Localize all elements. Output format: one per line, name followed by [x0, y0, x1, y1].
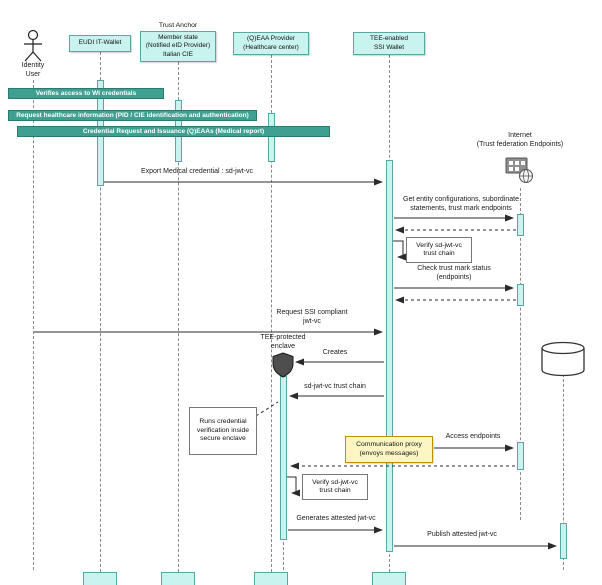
- self-loop-verify-2: [287, 476, 300, 497]
- participant-qeaa-provider: (Q)EAA Provider (Healthcare center): [233, 32, 309, 55]
- msg-publish-attested: Publish attested jwt-vc: [427, 531, 497, 538]
- note-runs-verification: Runs credential verification inside secu…: [189, 407, 257, 455]
- lifeline-database: [563, 374, 564, 570]
- band-verifies-access: Verifies access to WI credentials: [8, 88, 164, 99]
- identity-user-actor-icon: [24, 29, 42, 62]
- activation-tee: [385, 160, 393, 552]
- bottom-box-trust-anchor: [161, 572, 195, 585]
- trust-anchor-title: Trust Anchor: [158, 22, 198, 29]
- shield-icon: [272, 352, 294, 378]
- lifeline-eudi-wallet: [100, 52, 101, 572]
- band-credential-request: Credential Request and Issuance (Q)EAAs …: [17, 126, 330, 137]
- internet-endpoints-icon: [505, 157, 533, 183]
- participant-tee-wallet: TEE-enabled SSI Wallet: [353, 32, 425, 55]
- activation-internet-2: [516, 284, 524, 306]
- activation-enclave: [279, 376, 287, 540]
- activation-internet-3: [516, 442, 524, 470]
- lifeline-internet: [520, 188, 521, 520]
- note-communication-proxy: Communication proxy (envoys messages): [345, 436, 433, 463]
- lifeline-qeaa-provider: [271, 55, 272, 572]
- activation-database: [559, 523, 567, 559]
- box-verify-trust-chain-1: Verify sd-jwt-vc trust chain: [406, 237, 472, 263]
- msg-get-entity-config: Get entity configurations, subordinate s…: [403, 196, 519, 212]
- band-request-healthcare: Request healthcare information (PID / CI…: [8, 110, 257, 121]
- enclave-label: TEE-protected enclave: [260, 334, 306, 350]
- internet-label: Internet (Trust federation Endpoints): [476, 132, 564, 148]
- lifeline-trust-anchor: [178, 62, 179, 572]
- msg-creates: Creates: [322, 349, 348, 356]
- self-loop-verify-1: [393, 240, 406, 261]
- bottom-box-eudi: [83, 572, 117, 585]
- participant-trust-anchor: Member state (Notified eID Provider) Ita…: [140, 31, 216, 62]
- box-verify-trust-chain-2: Verify sd-jwt-vc trust chain: [302, 474, 368, 500]
- lifeline-identity-user: [33, 80, 34, 570]
- msg-generates-attested: Generates attested jwt-vc: [296, 515, 376, 522]
- msg-sd-jwt-trust-chain: sd-jwt-vc trust chain: [304, 383, 366, 390]
- identity-user-label: Identity User: [21, 62, 45, 78]
- bottom-box-tee: [372, 572, 406, 585]
- msg-check-trust-mark: Check trust mark status (endpoints): [417, 265, 491, 281]
- participant-eudi-wallet: EUDI IT-Wallet: [69, 35, 131, 52]
- note-connector: [255, 401, 279, 417]
- msg-export-medical: Export Medical credential : sd-jwt-vc: [140, 168, 254, 175]
- activation-internet-1: [516, 214, 524, 236]
- database-icon: [541, 341, 585, 377]
- activation-qeaa: [267, 113, 275, 162]
- msg-access-endpoints: Access endpoints: [445, 433, 501, 440]
- bottom-box-qeaa: [254, 572, 288, 585]
- msg-request-ssi: Request SSI compliant jwt-vc: [276, 309, 348, 325]
